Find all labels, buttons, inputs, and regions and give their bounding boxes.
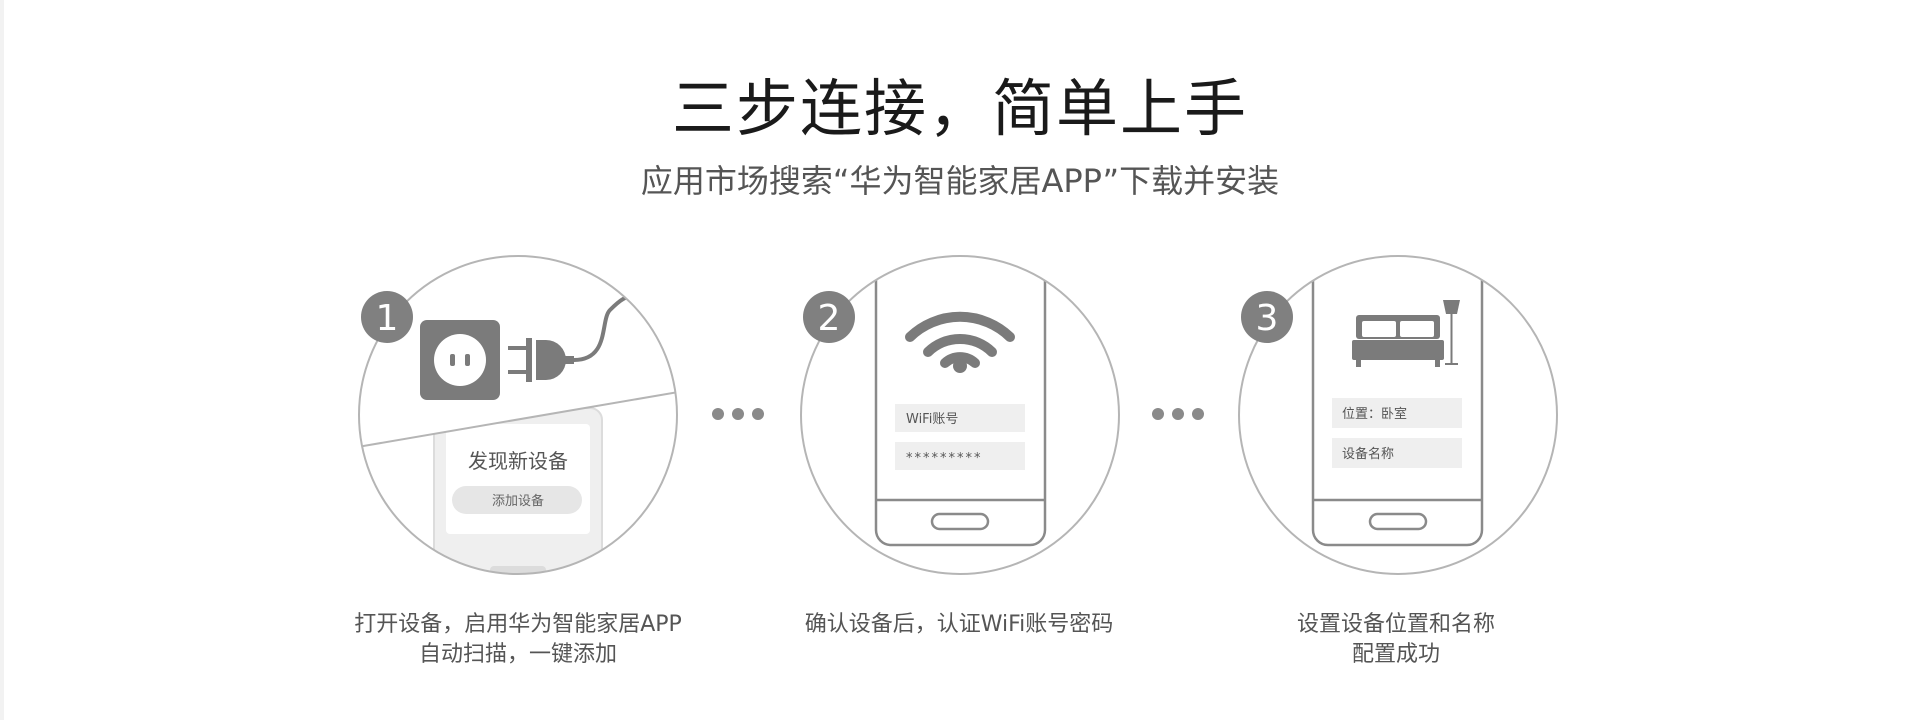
device-name-field-label: 设备名称 xyxy=(1342,446,1394,462)
step-2-caption: 确认设备后，认证WiFi账号密码 xyxy=(739,610,1179,640)
wifi-account-label: WiFi账号 xyxy=(906,412,958,427)
step-3-caption: 设置设备位置和名称 配置成功 xyxy=(1176,610,1616,670)
connector-dot xyxy=(1152,408,1164,420)
step-1-caption: 打开设备，启用华为智能家居APP 自动扫描，一键添加 xyxy=(298,610,738,670)
step-1-card-button-label: 添加设备 xyxy=(492,493,544,509)
step-3-number-badge xyxy=(1241,291,1293,343)
step-2-caption-line-1: 确认设备后，认证WiFi账号密码 xyxy=(804,612,1114,637)
step-3-illustration: 位置：卧室 设备名称 3 xyxy=(1238,255,1558,575)
step-1-discovery-card xyxy=(446,424,590,534)
step-1-caption-line-1: 打开设备，启用华为智能家居APP xyxy=(354,612,682,637)
step-1-phone-home-button xyxy=(490,566,546,574)
plug-icon xyxy=(508,292,641,382)
step-1-number-badge xyxy=(361,291,413,343)
step-1-divider xyxy=(359,389,677,451)
page-subtitle: 应用市场搜索“华为智能家居APP”下载并安装 xyxy=(640,162,1280,200)
step-connector-1 xyxy=(712,408,764,420)
location-field-label: 位置：卧室 xyxy=(1342,406,1407,422)
step-1-caption-line-2: 自动扫描，一键添加 xyxy=(418,642,617,667)
step-3-caption-line-1: 设置设备位置和名称 xyxy=(1296,612,1495,637)
step-1-circle xyxy=(358,255,678,575)
step-2-illustration: WiFi账号 ********* 2 xyxy=(800,255,1120,575)
page-left-edge xyxy=(0,0,4,720)
connector-dot xyxy=(1192,408,1204,420)
connector-dot xyxy=(1172,408,1184,420)
step-2-circle xyxy=(800,255,1120,575)
wifi-password-field xyxy=(895,442,1025,470)
step-1-illustration: 发现新设备 添加设备 1 xyxy=(358,255,678,575)
step-1-number: 1 xyxy=(376,298,399,339)
step-connector-2 xyxy=(1152,408,1204,420)
step-3-phone xyxy=(1311,256,1484,547)
step-2-number: 2 xyxy=(818,298,841,339)
bed-icon xyxy=(1352,315,1444,367)
wifi-account-field xyxy=(895,404,1025,432)
floor-lamp-icon xyxy=(1443,300,1460,365)
wifi-icon xyxy=(905,311,1015,373)
step-3-caption-line-2: 配置成功 xyxy=(1351,642,1440,667)
page-title: 三步连接，简单上手 xyxy=(671,72,1248,145)
socket-icon xyxy=(420,320,500,400)
wifi-password-mask: ********* xyxy=(906,451,983,466)
step-2-home-button xyxy=(930,512,990,531)
connector-dot xyxy=(752,408,764,420)
step-2-number-badge xyxy=(803,291,855,343)
step-1-add-device-button xyxy=(452,486,582,514)
location-field xyxy=(1332,398,1462,428)
step-3-home-button xyxy=(1368,512,1428,531)
step-3-circle xyxy=(1238,255,1558,575)
connector-dot xyxy=(712,408,724,420)
connector-dot xyxy=(732,408,744,420)
step-3-number: 3 xyxy=(1256,298,1279,339)
step-1-card-title: 发现新设备 xyxy=(468,449,568,473)
device-name-field xyxy=(1332,438,1462,468)
